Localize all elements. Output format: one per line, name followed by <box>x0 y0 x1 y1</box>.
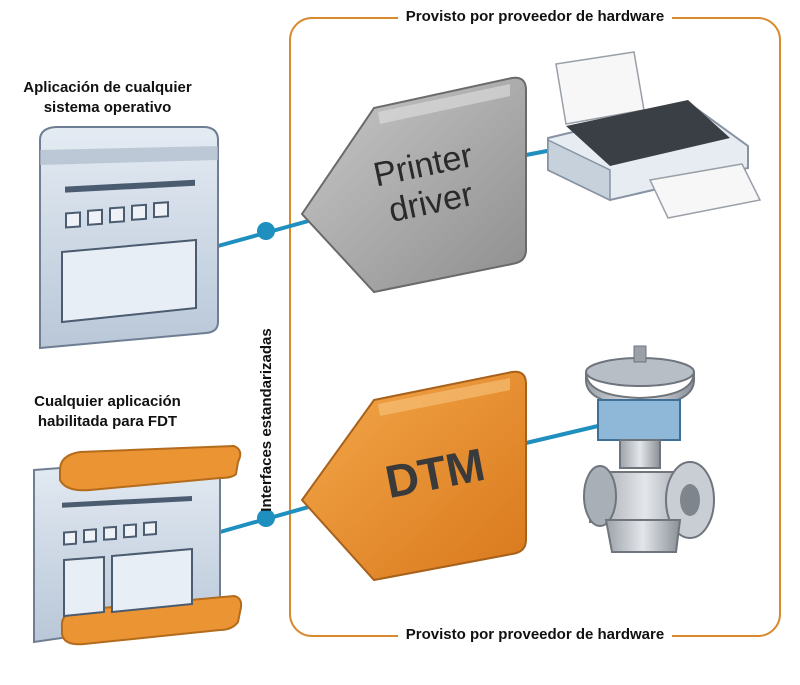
os-application-label: Aplicación de cualquier sistema operativ… <box>0 78 215 118</box>
fdt-application-label-line2: habilitada para FDT <box>37 413 178 430</box>
standardized-interfaces-label: Interfaces estandarizadas <box>258 328 275 512</box>
os-application-label-line1: Aplicación de cualquier <box>23 79 192 96</box>
connector-bottom <box>219 424 599 534</box>
fdt-application-window <box>33 444 243 646</box>
os-application-label-line2: sistema operativo <box>43 99 172 116</box>
os-application-window <box>39 126 219 350</box>
frame-title-top: Provisto por proveedor de hardware <box>290 8 780 25</box>
dtm-shape <box>300 370 527 582</box>
valve-image <box>583 345 715 553</box>
fdt-application-label-line1: Cualquier aplicación <box>34 393 181 410</box>
fdt-application-label: Cualquier aplicación habilitada para FDT <box>0 392 215 432</box>
connector-top <box>217 148 553 248</box>
frame-title-bottom: Provisto por proveedor de hardware <box>290 626 780 643</box>
printer-driver-shape <box>300 76 527 294</box>
printer-image <box>547 51 762 219</box>
